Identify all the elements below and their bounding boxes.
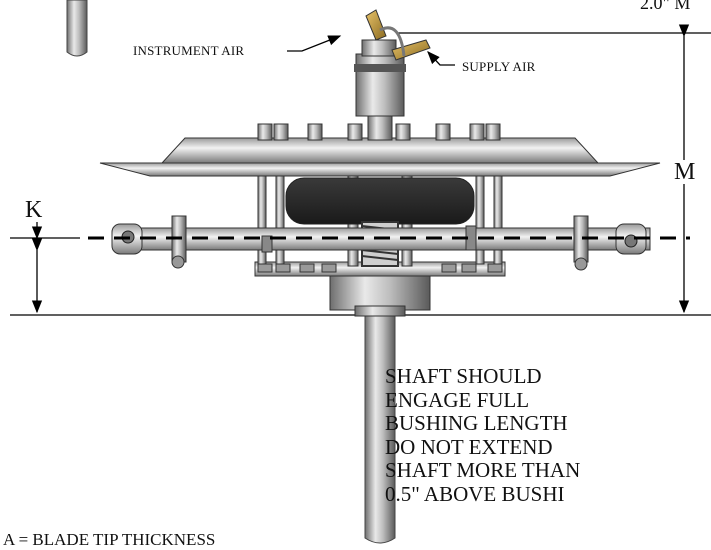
leader-lines <box>287 35 455 66</box>
drive-shaft <box>364 311 396 544</box>
bottom-bushing <box>329 275 431 317</box>
note-line-1: SHAFT SHOULD <box>385 364 542 388</box>
upper-shaft-fragment <box>66 0 88 57</box>
note-line-5: SHAFT MORE THAN <box>385 458 581 482</box>
dish-canopy <box>99 137 661 177</box>
note-line-6: 0.5" ABOVE BUSHI <box>385 481 565 506</box>
lower-nuts <box>257 263 503 273</box>
actuator <box>354 39 406 141</box>
top-bolts <box>257 123 501 141</box>
dimension-m-label: M <box>672 159 698 185</box>
note-line-3: BUSHING LENGTH <box>385 411 568 435</box>
shaft-note: SHAFT SHOULD ENGAGE FULL BUSHING LENGTH … <box>385 364 581 506</box>
dimension-k-label: K <box>25 197 43 223</box>
instrument-air-label: INSTRUMENT AIR <box>133 43 245 58</box>
top-fragment-clip: 2.0" M <box>640 0 711 16</box>
supply-air-label: SUPPLY AIR <box>462 59 536 74</box>
top-dimension-fragment: 2.0" M <box>640 0 691 13</box>
air-fittings <box>365 9 431 61</box>
blade-tip-legend: A = BLADE TIP THICKNESS <box>3 530 216 549</box>
note-line-2: ENGAGE FULL <box>385 387 530 412</box>
note-line-4: DO NOT EXTEND <box>385 434 553 459</box>
